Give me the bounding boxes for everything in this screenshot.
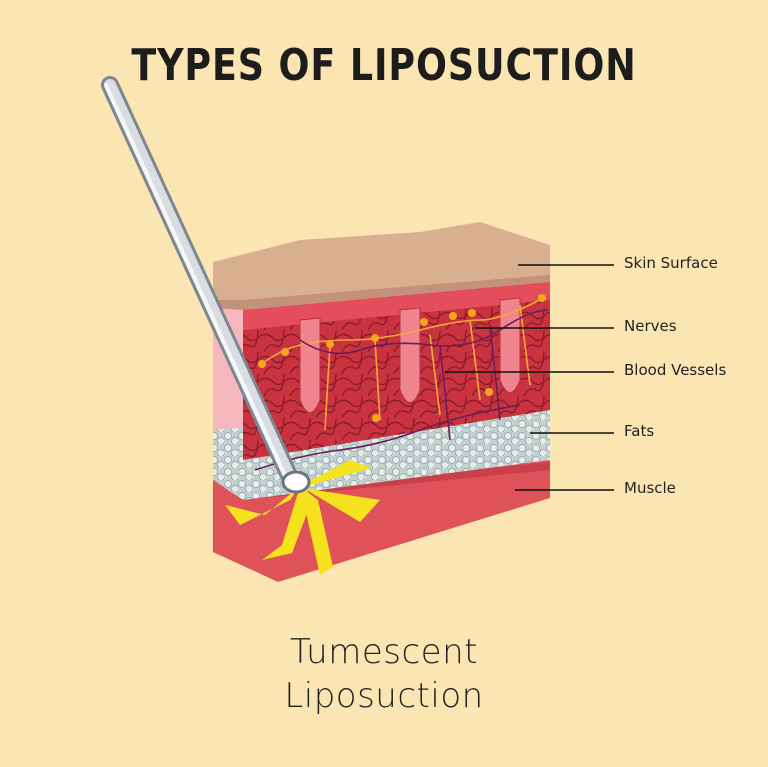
cannula-instrument [101, 76, 311, 494]
nerve-fibers [259, 299, 541, 431]
nerve-endings [258, 294, 546, 422]
label-blood-vessels: Blood Vessels [624, 361, 727, 379]
suction-burst [225, 460, 380, 575]
diagram-title: TYPES OF LIPOSUCTION [131, 40, 637, 91]
skin-surface-layer [213, 222, 550, 300]
label-leader-lines [445, 264, 614, 491]
label-nerves: Nerves [624, 317, 677, 335]
blood-vessels [254, 309, 549, 471]
label-skin-surface: Skin Surface [624, 254, 718, 272]
label-fats: Fats [624, 422, 655, 440]
label-muscle: Muscle [624, 479, 676, 497]
caption-line-1: Tumescent [290, 632, 478, 672]
caption-line-2: Liposuction [284, 676, 484, 716]
